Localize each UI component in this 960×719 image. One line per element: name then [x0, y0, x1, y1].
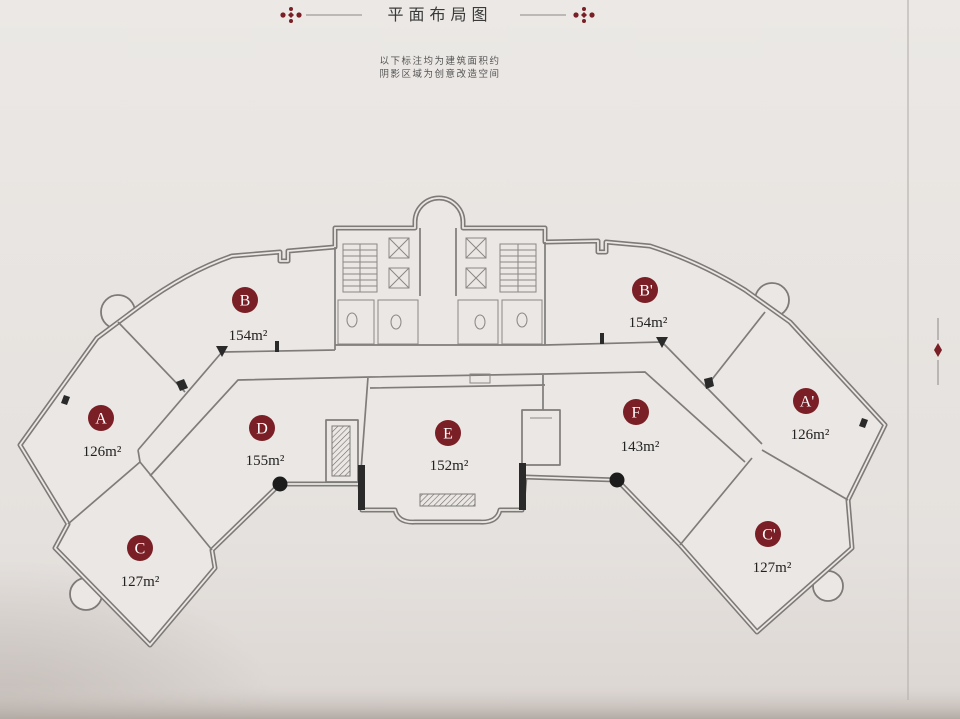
wall-marker — [859, 418, 868, 428]
d-small-room — [325, 419, 359, 483]
unit-marker-circle — [127, 535, 153, 561]
stair-treads — [500, 244, 536, 292]
unit-area: 155m² — [246, 453, 285, 469]
utility-room — [377, 299, 419, 345]
f-small-room — [521, 409, 561, 466]
unit-c-prime: C' 127m² — [753, 521, 792, 576]
shaded-area-e-bay — [419, 493, 476, 507]
elevator-box — [465, 237, 487, 259]
left-core — [337, 237, 419, 345]
restroom — [337, 299, 375, 345]
unit-a: A 126m² — [83, 405, 122, 460]
unit-marker-circle — [232, 287, 258, 313]
wall-marker — [176, 379, 188, 391]
shaded-area-d — [331, 425, 351, 477]
elevator-cross — [388, 237, 410, 259]
unit-area: 127m² — [121, 574, 160, 590]
unit-label: C' — [762, 527, 776, 544]
elevator-box — [388, 237, 410, 259]
unit-f: F 143m² — [621, 399, 660, 455]
wall-marker — [704, 377, 714, 389]
unit-marker-circle — [623, 399, 649, 425]
unit-a-prime: A' 126m² — [791, 388, 830, 443]
unit-area: 126m² — [791, 427, 830, 443]
unit-b: B 154m² — [229, 287, 268, 344]
unit-e: E 152m² — [430, 420, 469, 474]
elevator-cross — [465, 237, 487, 259]
floral-ornament-icon — [573, 7, 595, 23]
toilet-fixture — [474, 314, 486, 330]
unit-label: B — [240, 293, 251, 310]
unit-marker-circle — [249, 415, 275, 441]
unit-marker-circle — [435, 420, 461, 446]
unit-label: F — [632, 405, 641, 422]
right-core — [457, 237, 543, 345]
wall-stub-right — [519, 463, 526, 510]
diamond-ornament-icon — [934, 318, 942, 385]
unit-labels: A 126m² B 154m² B' 154m² A' 126m² C 127m… — [83, 277, 830, 590]
elevator-box — [465, 267, 487, 289]
toilet-fixture — [516, 312, 528, 328]
elevator-cross — [388, 267, 410, 289]
note-line-1: 以下标注均为建筑面积约 — [379, 55, 500, 67]
unit-label: C — [135, 541, 146, 558]
unit-area: 127m² — [753, 560, 792, 576]
interior-walls — [67, 228, 849, 551]
column-dot-d — [272, 476, 288, 492]
wall-marker — [61, 395, 70, 405]
unit-area: 154m² — [629, 315, 668, 331]
unit-label: B' — [639, 283, 653, 300]
utility-room — [457, 299, 499, 345]
wall-marker — [600, 333, 604, 344]
page-header: 平面布局图 以下标注均为建筑面积约 阴影区域为创意改造空间 — [280, 5, 595, 80]
unit-marker-circle — [755, 521, 781, 547]
e-top-niche — [469, 373, 491, 384]
stair-treads — [343, 244, 377, 292]
column-dot-f — [609, 472, 625, 488]
unit-area: 154m² — [229, 328, 268, 344]
page-edge-band — [0, 684, 960, 719]
unit-area: 143m² — [621, 439, 660, 455]
restroom — [501, 299, 543, 345]
unit-b-prime: B' 154m² — [629, 277, 668, 331]
unit-label: D — [256, 421, 268, 438]
toilet-fixture — [390, 314, 402, 330]
elevator-box — [388, 267, 410, 289]
unit-marker-circle — [632, 277, 658, 303]
note-line-2: 阴影区域为创意改造空间 — [379, 68, 500, 80]
unit-c: C 127m² — [121, 535, 160, 590]
unit-d: D 155m² — [246, 415, 285, 469]
wall-marker — [656, 337, 668, 348]
floral-ornament-icon — [280, 7, 302, 23]
unit-label: A' — [800, 394, 815, 411]
unit-area: 152m² — [430, 458, 469, 474]
page-title: 平面布局图 — [387, 5, 492, 24]
unit-label: E — [443, 426, 453, 443]
wall-stub-left — [358, 465, 365, 510]
elevator-cross — [465, 267, 487, 289]
floor-plan — [20, 198, 885, 645]
unit-marker-circle — [88, 405, 114, 431]
ornament-diamond — [934, 343, 942, 357]
wall-marker — [275, 341, 279, 352]
unit-label: A — [95, 411, 107, 428]
unit-area: 126m² — [83, 444, 122, 460]
unit-marker-circle — [793, 388, 819, 414]
toilet-fixture — [346, 312, 358, 328]
wall-marker — [216, 346, 228, 357]
